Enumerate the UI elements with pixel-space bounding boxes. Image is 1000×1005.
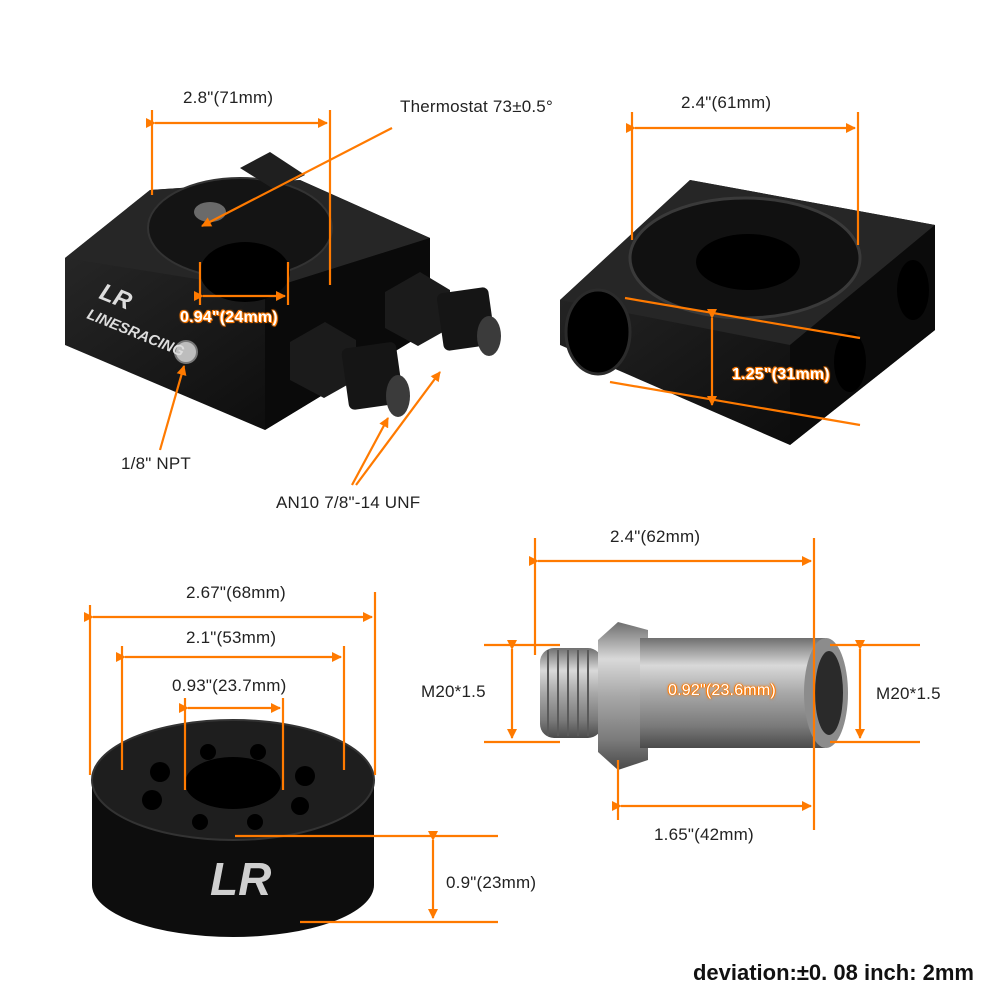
label-thermostat: Thermostat 73±0.5°: [400, 97, 553, 116]
bolt-thread-lines: [547, 650, 589, 736]
leader-npt: [158, 365, 187, 451]
thermostat-insert: [194, 202, 226, 222]
spacer-puck: LR: [91, 719, 375, 937]
bolt-inner-bore: [815, 651, 843, 735]
bolt-hex: [598, 622, 648, 770]
label-thread-right: M20*1.5: [876, 684, 941, 703]
spacer-holes: [142, 744, 315, 830]
deviation-note: deviation:±0. 08 inch: 2mm: [692, 960, 974, 985]
label-bolt-bore: 0.92"(23.6mm): [668, 682, 776, 699]
label-spacer-bore: 0.93"(23.7mm): [172, 676, 287, 695]
label-block-width: 2.4"(61mm): [681, 93, 772, 112]
label-bolt-length: 2.4"(62mm): [610, 527, 701, 546]
label-spacer-outer: 2.67"(68mm): [186, 583, 286, 602]
label-plate-width: 2.8"(71mm): [183, 88, 274, 107]
label-npt: 1/8" NPT: [121, 454, 191, 473]
brand-logo-spacer: LR: [210, 853, 271, 905]
block-bore: [696, 234, 800, 290]
label-bolt-body: 1.65"(42mm): [654, 825, 754, 844]
label-an10: AN10 7/8"-14 UNF: [276, 493, 421, 512]
bolt-thread-left: [540, 648, 602, 738]
dim-extension: [624, 296, 861, 340]
label-block-height: 1.25"(31mm): [732, 366, 830, 383]
block-port-side-1: [834, 332, 866, 392]
block-port-front: [564, 288, 632, 376]
sandwich-plate: LINESRACING LR: [65, 152, 501, 430]
label-thread-left: M20*1.5: [421, 682, 486, 701]
leader-an10-upper: [355, 371, 441, 486]
label-plate-bore: 0.94"(24mm): [180, 309, 278, 326]
bolt-body: [640, 638, 825, 748]
leader-an10-lower: [351, 417, 389, 486]
dim-extension: [609, 380, 861, 427]
an10-fitting-lower: [290, 322, 410, 417]
plate-bore: [200, 242, 290, 302]
an10-fitting-upper: [385, 272, 501, 356]
dimension-lines: [84, 110, 920, 924]
npt-port-plug: [174, 340, 198, 364]
spacer-bore: [185, 757, 281, 809]
leader-thermostat: [201, 127, 393, 227]
label-spacer-height: 0.9"(23mm): [446, 873, 537, 892]
label-spacer-bolt-circle: 2.1"(53mm): [186, 628, 277, 647]
block-port-side-2: [897, 260, 929, 320]
